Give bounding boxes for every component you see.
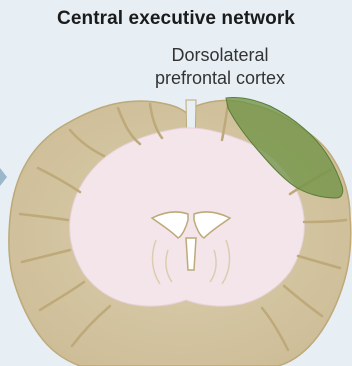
region-label: Dorsolateral prefrontal cortex (120, 44, 320, 90)
deep-nuclei (151, 239, 231, 285)
dlpfc-highlight (225, 97, 344, 199)
edge-arrow-icon (0, 168, 7, 186)
sulci (18, 102, 348, 352)
panel-title: Central executive network (57, 8, 295, 29)
region-label-line1: Dorsolateral (171, 45, 269, 65)
region-label-line2: prefrontal cortex (154, 68, 286, 88)
lateral-ventricles (150, 211, 232, 271)
